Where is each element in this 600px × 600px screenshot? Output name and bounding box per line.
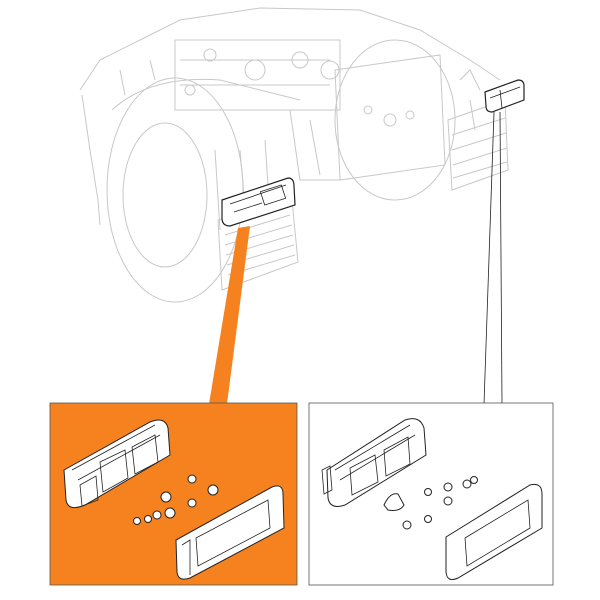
lamp-housing bbox=[63, 419, 171, 509]
right-tail-lamp[interactable] bbox=[484, 79, 525, 113]
right-lamp-leader bbox=[483, 111, 503, 405]
bulb-holder bbox=[383, 493, 405, 511]
exploded-right-lamp-panel bbox=[308, 402, 554, 586]
bulbs bbox=[402, 476, 478, 530]
truck-rear-illustration bbox=[79, 7, 509, 303]
lamp-lens bbox=[175, 485, 285, 580]
bulbs bbox=[133, 474, 219, 525]
exploded-left-lamp-panel bbox=[49, 402, 298, 586]
left-lamp-leader bbox=[209, 226, 250, 404]
lamp-lens bbox=[445, 483, 543, 580]
left-tail-lamp[interactable] bbox=[221, 177, 296, 227]
lamp-housing bbox=[321, 418, 427, 507]
